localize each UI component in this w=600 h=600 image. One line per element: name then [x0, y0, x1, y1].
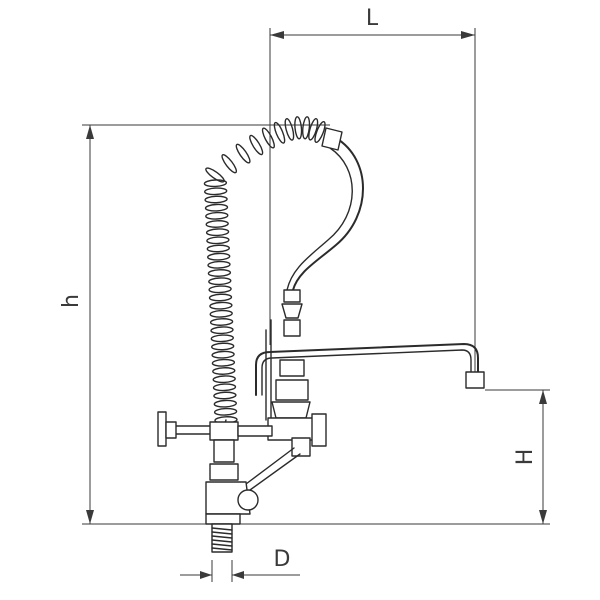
dimension-h-arrow-bottom: [86, 510, 94, 524]
dimension-l-label: L: [366, 6, 379, 31]
hose-inner-line: [286, 147, 353, 291]
lower-valve-cap: [237, 489, 259, 511]
spout-inner: [261, 349, 472, 396]
valve-pipe-lower: [245, 447, 295, 485]
dimension-d-arrow-left: [200, 571, 212, 579]
spring-coil-loop: [205, 211, 229, 220]
spring-coil-loop: [212, 383, 237, 392]
valve-handle-cap: [311, 413, 327, 447]
spring-coil-loop: [206, 236, 230, 245]
spring-coil-loop: [208, 293, 233, 302]
tee-connector: [237, 425, 273, 437]
spring-coil-loop: [212, 367, 236, 375]
spring-coil-loop: [209, 309, 233, 318]
spring-coil-loop: [235, 143, 251, 164]
swivel-spout: [255, 343, 485, 396]
thread-line: [211, 543, 233, 547]
lower-nut: [209, 463, 239, 481]
dimension-d-label: D: [274, 547, 291, 572]
dimension-h-arrow-top: [86, 125, 94, 139]
spring-coil-loop: [205, 220, 229, 228]
spout-outer: [255, 343, 479, 396]
spring-coil-loop: [211, 342, 235, 351]
spring-coil-loop: [261, 127, 275, 149]
flexible-hose: [286, 127, 364, 291]
riser-nut-upper: [279, 359, 305, 377]
dimension-d-arrow-right: [232, 571, 244, 579]
dimension-l: L: [269, 6, 476, 372]
hose-coupling-lower: [281, 303, 303, 319]
valve-assembly: [157, 411, 327, 553]
thread-line: [211, 539, 233, 543]
dimension-spout-arrow-top: [539, 390, 547, 404]
dimension-d: D: [180, 547, 300, 582]
lower-stem: [213, 439, 235, 463]
hose-outer-line: [292, 137, 364, 291]
spring-coil-loop: [204, 195, 228, 204]
spring-coil-loop: [210, 326, 234, 335]
spring-coil-loop: [221, 154, 238, 174]
spring-coil-loop: [314, 120, 326, 144]
spring-coil-loop: [209, 301, 233, 310]
riser-pipe: [265, 289, 311, 421]
spring-coil-loop: [203, 179, 228, 188]
spring-coil-loop: [204, 187, 228, 196]
thread-line: [211, 527, 233, 531]
spring-coil-loop: [302, 116, 311, 140]
spring-coil-loop: [213, 407, 238, 416]
tee-fitting: [209, 421, 239, 441]
spring-coil-loop: [209, 318, 234, 326]
spring-coil-loop: [212, 375, 236, 384]
thread-lines: [211, 527, 233, 551]
spring-coil-loop: [213, 391, 237, 400]
lever-collar: [165, 421, 177, 439]
dimension-l-arrow-right: [461, 31, 475, 39]
dimension-l-arrow-left: [270, 31, 284, 39]
thread-line: [211, 531, 233, 535]
spring-coil-loop: [207, 269, 232, 277]
spout-aerator: [465, 371, 485, 389]
spring-coil-loop: [205, 228, 230, 237]
spring-coil-loop: [207, 260, 231, 269]
spring-coil-loop: [308, 118, 319, 141]
spring-coil-loop: [284, 118, 295, 141]
lever-knob: [157, 411, 167, 447]
dimension-h-overall: h: [59, 124, 550, 525]
spring-coil-loop: [213, 399, 237, 408]
valve-pipe-upper: [249, 453, 301, 491]
spring-coil-loop: [204, 203, 229, 212]
spring-coil-loop: [208, 285, 232, 294]
riser-nut-lower: [271, 401, 311, 419]
hose-spray-head: [321, 127, 343, 151]
spring-coil-loop: [211, 350, 235, 359]
dimension-spout-label: H: [513, 449, 538, 466]
dimension-h-label: h: [59, 294, 84, 308]
spring-coil-loop: [249, 134, 264, 156]
lower-valve-body: [205, 481, 251, 515]
thread-line: [211, 547, 233, 551]
dimension-spout-arrow-bottom: [539, 510, 547, 524]
dimension-spout-height: H: [485, 389, 550, 524]
spring-coil-loop: [211, 358, 236, 367]
spring-coil-loop: [294, 116, 303, 140]
spring-coil-loop: [273, 121, 286, 144]
spring-coil-loop: [207, 252, 231, 261]
hose-connector: [283, 319, 301, 337]
spring-coil: [203, 116, 326, 427]
spring-coil-loop: [210, 334, 234, 343]
spring-coil-loop: [208, 277, 232, 286]
hose-coupling-upper: [283, 289, 301, 303]
riser-nut-middle: [275, 379, 309, 401]
mounting-flange: [205, 513, 241, 525]
valve-outlet: [291, 437, 311, 457]
spring-coil-loop: [206, 244, 230, 253]
thread-line: [211, 535, 233, 539]
